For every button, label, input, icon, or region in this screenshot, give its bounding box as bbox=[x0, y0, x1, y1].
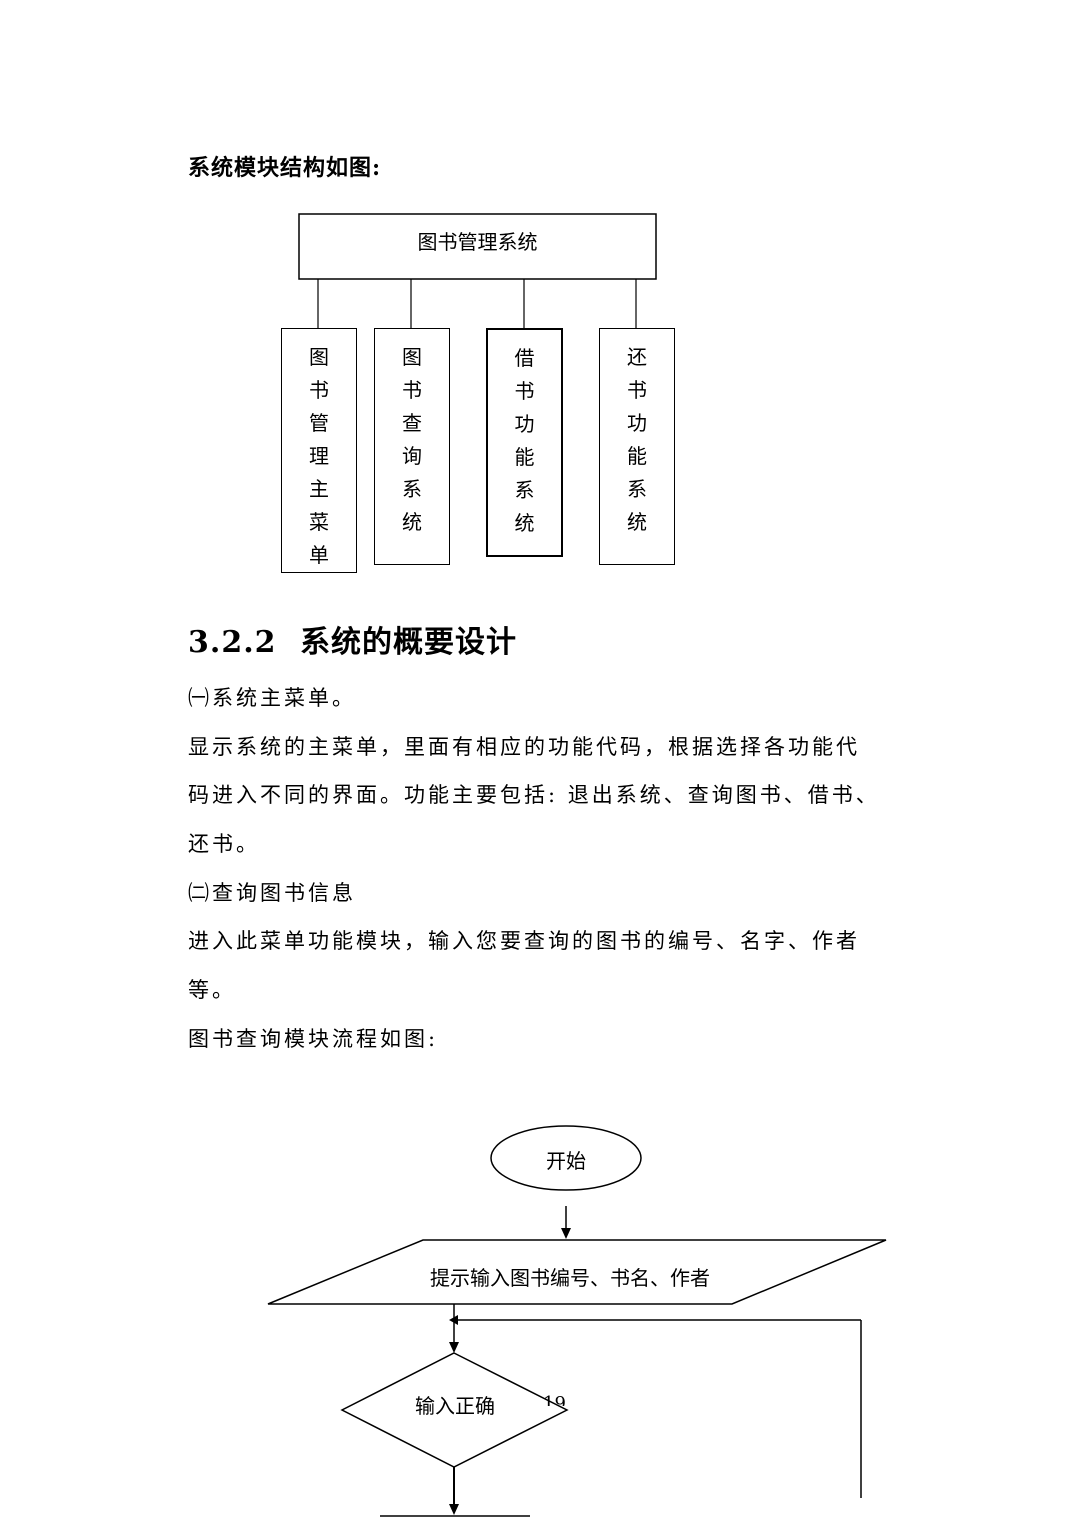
paragraph: 进入此菜单功能模块，输入您要查询的图书的编号、名字、作者 bbox=[188, 929, 860, 953]
root-box bbox=[298, 213, 657, 280]
start-ellipse bbox=[490, 1125, 642, 1191]
start-label: 开始 bbox=[546, 1149, 586, 1173]
flow-arrowhead bbox=[449, 1315, 458, 1325]
module-structure-heading: 系统模块结构如图: bbox=[188, 155, 382, 181]
paragraph: 显示系统的主菜单，里面有相应的功能代码，根据选择各功能代 bbox=[188, 735, 860, 759]
paragraph: ㈠系统主菜单。 bbox=[188, 686, 356, 710]
paragraph: 码进入不同的界面。功能主要包括: 退出系统、查询图书、借书、 bbox=[188, 783, 880, 807]
section-title-text: 系统的概要设计 bbox=[299, 625, 517, 660]
child-label: 图书管理主菜单 bbox=[309, 345, 329, 567]
flow-arrowhead bbox=[449, 1504, 459, 1515]
child-box-main-menu: 图书管理主菜单 bbox=[281, 328, 357, 573]
paragraph: 图书查询模块流程如图: bbox=[188, 1027, 439, 1051]
flow-arrowhead bbox=[449, 1342, 459, 1353]
root-label: 图书管理系统 bbox=[417, 230, 538, 254]
input-prompt-label: 提示输入图书编号、书名、作者 bbox=[430, 1266, 710, 1290]
page-number-fragment: 19 bbox=[543, 1393, 566, 1406]
child-box-return: 还书功能系统 bbox=[599, 328, 675, 565]
child-label: 图书查询系统 bbox=[402, 345, 422, 534]
paragraph: 等。 bbox=[188, 978, 236, 1002]
child-box-query: 图书查询系统 bbox=[374, 328, 450, 565]
paragraph: 还书。 bbox=[188, 832, 260, 856]
child-box-borrow: 借书功能系统 bbox=[486, 328, 563, 557]
paragraph: ㈡查询图书信息 bbox=[188, 881, 356, 905]
section-number: 3.2.2 bbox=[188, 625, 277, 660]
decision-label: 输入正确 bbox=[415, 1394, 495, 1418]
flow-arrowhead bbox=[561, 1228, 571, 1239]
child-label: 借书功能系统 bbox=[514, 346, 535, 535]
input-parallelogram bbox=[267, 1239, 887, 1305]
child-label: 还书功能系统 bbox=[627, 345, 647, 534]
section-title: 3.2.2 系统的概要设计 bbox=[188, 617, 517, 661]
